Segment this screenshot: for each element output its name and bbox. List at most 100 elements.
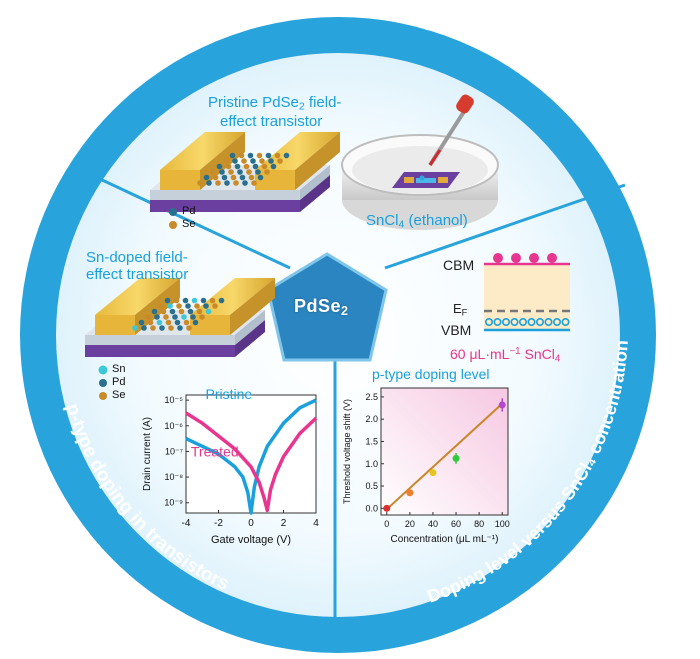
- pristine-legend-pd: Pd: [182, 205, 196, 217]
- vt-y-tick-label: 2.5: [365, 392, 378, 402]
- lattice-atom: [197, 180, 203, 186]
- electron-dot: [547, 253, 557, 263]
- center-pentagon: [266, 252, 388, 362]
- iv-y-tick-label: 10⁻⁹: [164, 498, 183, 508]
- pristine-legend-se: Se: [182, 218, 196, 230]
- lattice-atom: [156, 319, 163, 326]
- lattice-atom: [225, 163, 232, 170]
- lattice-atom: [252, 163, 259, 170]
- lattice-atom: [209, 297, 216, 304]
- hole-dot: [484, 317, 493, 326]
- vt-data-point: [406, 489, 414, 497]
- lattice-atom: [172, 314, 178, 320]
- lattice-atom: [187, 308, 194, 315]
- vt-data-point: [429, 469, 437, 477]
- lattice-atom: [223, 158, 229, 164]
- lattice-atom: [210, 169, 216, 175]
- doped-transistor: [85, 278, 275, 357]
- lattice-atom: [164, 297, 171, 304]
- lattice-atom: [138, 319, 145, 326]
- lattice-atom: [158, 303, 164, 309]
- lattice-atom: [196, 308, 203, 315]
- electron-dot: [493, 253, 503, 263]
- iv-x-axis-label: Gate voltage (V): [211, 534, 291, 546]
- band-ef-label: EF: [453, 301, 468, 318]
- hole-dot: [518, 317, 527, 326]
- lattice-atom: [247, 152, 254, 159]
- lattice-atom: [219, 169, 225, 175]
- lattice-atom: [255, 169, 261, 175]
- lattice-atom: [224, 180, 230, 186]
- iv-series-pristine: [185, 398, 317, 515]
- divider-upper-right: [384, 183, 626, 270]
- lattice-atom: [274, 152, 281, 159]
- lattice-atom: [168, 325, 174, 331]
- lattice-atom: [151, 308, 158, 315]
- hole-dot: [535, 317, 544, 326]
- legend-pd-dot-2: [99, 379, 107, 387]
- lattice-atom: [163, 314, 169, 320]
- band-vbm-label: VBM: [441, 322, 472, 338]
- vt-x-tick-label: 80: [474, 519, 484, 529]
- lattice-atom: [239, 174, 246, 181]
- lattice-atom: [176, 303, 182, 309]
- legend-sn-dot: [98, 365, 108, 375]
- iv-label-pristine: Pristine: [206, 386, 253, 402]
- vt-y-tick-label: 1.0: [365, 459, 378, 469]
- lattice-atom: [205, 308, 212, 315]
- lattice-atom: [194, 303, 200, 309]
- hole-dot: [544, 317, 553, 326]
- vt-y-tick-label: 0.5: [365, 481, 378, 491]
- iv-x-tick-label: 2: [281, 518, 287, 529]
- iv-x-tick-label: -2: [214, 518, 223, 529]
- lattice-atom: [147, 319, 154, 326]
- iv-y-axis-label: Drain current (A): [142, 417, 153, 491]
- lattice-atom: [248, 174, 255, 181]
- lattice-atom: [229, 152, 236, 159]
- legend-se-dot-2: [99, 392, 107, 400]
- hole-dot: [552, 317, 561, 326]
- lattice-atom: [181, 314, 187, 320]
- divider-upper-left: [84, 170, 291, 270]
- lattice-atom: [246, 169, 252, 175]
- lattice-atom: [183, 319, 190, 326]
- vt-y-tick-label: 2.0: [365, 414, 378, 424]
- doped-legend-se: Se: [112, 389, 126, 401]
- lattice-atom: [251, 180, 257, 186]
- vt-data-point: [452, 454, 460, 462]
- hole-dot: [493, 317, 502, 326]
- band-cbm-label: CBM: [443, 257, 475, 273]
- vt-x-tick-label: 100: [495, 519, 510, 529]
- petri-dish: [341, 94, 499, 230]
- iv-x-tick-label: 0: [248, 518, 254, 529]
- lattice-atom: [190, 314, 196, 320]
- lattice-atom: [185, 303, 191, 309]
- doped-title: Sn-doped field- effect transistor: [86, 249, 189, 284]
- lattice-atom: [234, 163, 241, 170]
- iv-label-treated: Treated: [191, 444, 239, 460]
- lattice-atom: [265, 152, 272, 159]
- lattice-atom: [238, 152, 245, 159]
- lattice-atom: [233, 180, 239, 186]
- vt-y-axis-label: Threshold voltage shift (V): [342, 399, 352, 504]
- dish-label: SnCl4 (ethanol): [366, 212, 468, 231]
- lattice-atom: [154, 314, 160, 320]
- pristine-transistor: [150, 132, 340, 212]
- vt-y-tick-label: 1.5: [365, 436, 378, 446]
- lattice-atom: [159, 325, 165, 331]
- lattice-atom: [218, 297, 225, 304]
- lattice-atom: [150, 325, 156, 331]
- lattice-atom: [268, 158, 274, 164]
- lattice-atom: [212, 174, 219, 181]
- vt-data-point: [383, 504, 391, 512]
- iv-y-tick-label: 10⁻⁷: [165, 446, 183, 456]
- lattice-atom: [216, 163, 223, 170]
- lattice-atom: [237, 169, 243, 175]
- lattice-atom: [277, 158, 283, 164]
- lattice-atom: [242, 180, 248, 186]
- lattice-atom: [257, 174, 264, 181]
- lattice-atom: [243, 163, 250, 170]
- electron-dot: [511, 253, 521, 263]
- vt-x-tick-label: 20: [405, 519, 415, 529]
- lattice-atom: [283, 152, 290, 159]
